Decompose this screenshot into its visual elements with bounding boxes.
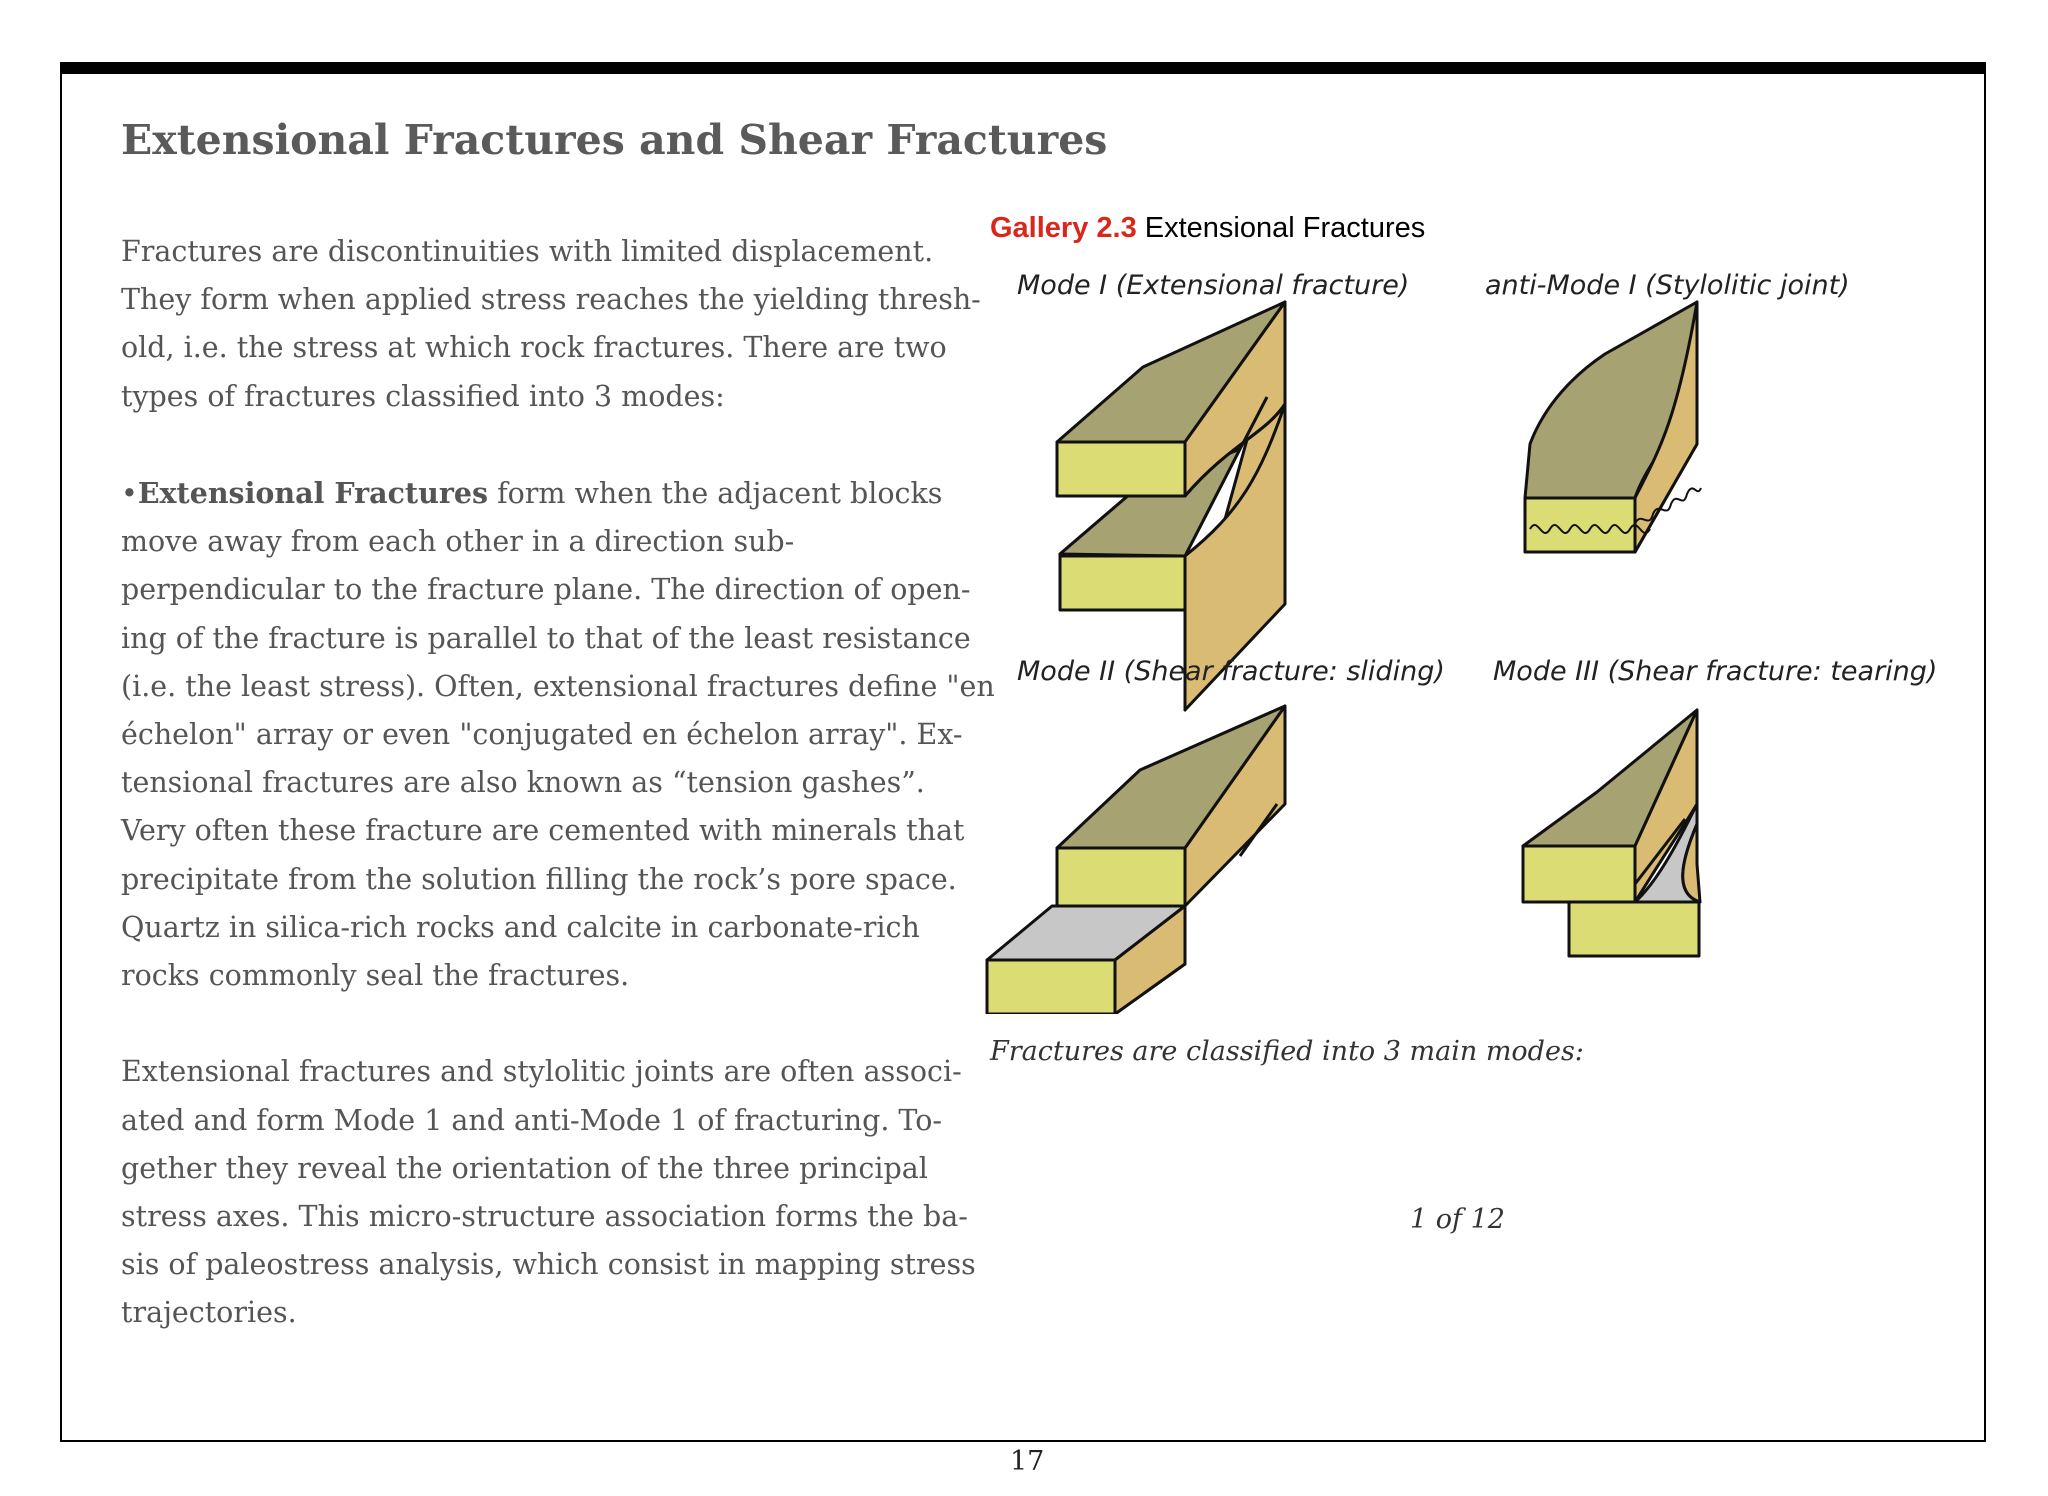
mode-3-diagram — [1521, 708, 1702, 958]
gallery-number: Gallery 2.3 — [990, 212, 1137, 244]
panel-labels: Mode I (Extensional fracture) anti-Mode … — [1017, 270, 1937, 687]
text-line: perpendicular to the fracture plane. The… — [121, 573, 971, 607]
gallery-heading: Gallery 2.3 Extensional Fractures — [990, 212, 1425, 245]
figure-caption: Fractures are classified into 3 main mod… — [990, 1036, 1584, 1067]
mode-1-diagram — [1055, 300, 1287, 712]
text-line: Extensional fractures and stylolitic joi… — [121, 1055, 962, 1089]
text-line: échelon" array or even "conjugated en éc… — [121, 718, 963, 752]
gallery-name: Extensional Fractures — [1136, 212, 1426, 244]
text-line: Fractures are discontinuities with limit… — [121, 235, 934, 268]
text-line: sis of paleostress analysis, which consi… — [121, 1248, 976, 1282]
panel-label-mode-3: Mode III (Shear fracture: tearing) — [1493, 656, 1937, 687]
text-line: gether they reveal the orientation of th… — [121, 1151, 928, 1185]
body-text: Fractures are discontinuities with limit… — [121, 228, 995, 1338]
bullet-line: •Extensional Fractures form when the adj… — [121, 469, 961, 518]
bullet: • — [121, 477, 138, 510]
panel-label-mode-2: Mode II (Shear fracture: sliding) — [1017, 656, 1445, 687]
gallery-pager[interactable]: 1 of 12 — [1410, 1204, 1505, 1235]
text-line: (i.e. the least stress). Often, extensio… — [121, 669, 995, 703]
fracture-modes-figure[interactable]: Mode I (Extensional fracture) anti-Mode … — [985, 244, 1940, 1014]
page-frame — [60, 62, 1986, 1442]
text-line: ing of the fracture is parallel to that … — [121, 621, 971, 655]
text-fragment: form when the adjacent blocks — [488, 477, 943, 510]
page-number: 17 — [1010, 1446, 1045, 1477]
mode-2-diagram — [985, 704, 1287, 1014]
text-line: ated and form Mode 1 and anti-Mode 1 of … — [121, 1103, 943, 1137]
anti-mode-1-diagram — [1523, 300, 1702, 554]
text-line: types of fractures classified into 3 mod… — [121, 379, 725, 413]
text-line: tensional fractures are also known as “t… — [121, 766, 925, 800]
bold-term: Extensional Fractures — [137, 476, 489, 510]
text-line: precipitate from the solution filling th… — [121, 862, 957, 896]
text-line: stress axes. This micro-structure associ… — [121, 1200, 968, 1234]
text-line: Very often these fracture are cemented w… — [121, 814, 965, 848]
text-line: rocks commonly seal the fractures. — [121, 959, 630, 993]
page-title: Extensional Fractures and Shear Fracture… — [121, 116, 1108, 164]
text-line: trajectories. — [121, 1296, 297, 1330]
text-line: Quartz in silica-rich rocks and calcite … — [121, 910, 920, 944]
text-line: move away from each other in a direction… — [121, 525, 795, 559]
panel-label-anti-mode-1: anti-Mode I (Stylolitic joint) — [1485, 270, 1850, 301]
text-line: They form when applied stress reaches th… — [121, 283, 981, 317]
panel-label-mode-1: Mode I (Extensional fracture) — [1017, 270, 1409, 301]
text-line: old, i.e. the stress at which rock fract… — [121, 331, 947, 365]
